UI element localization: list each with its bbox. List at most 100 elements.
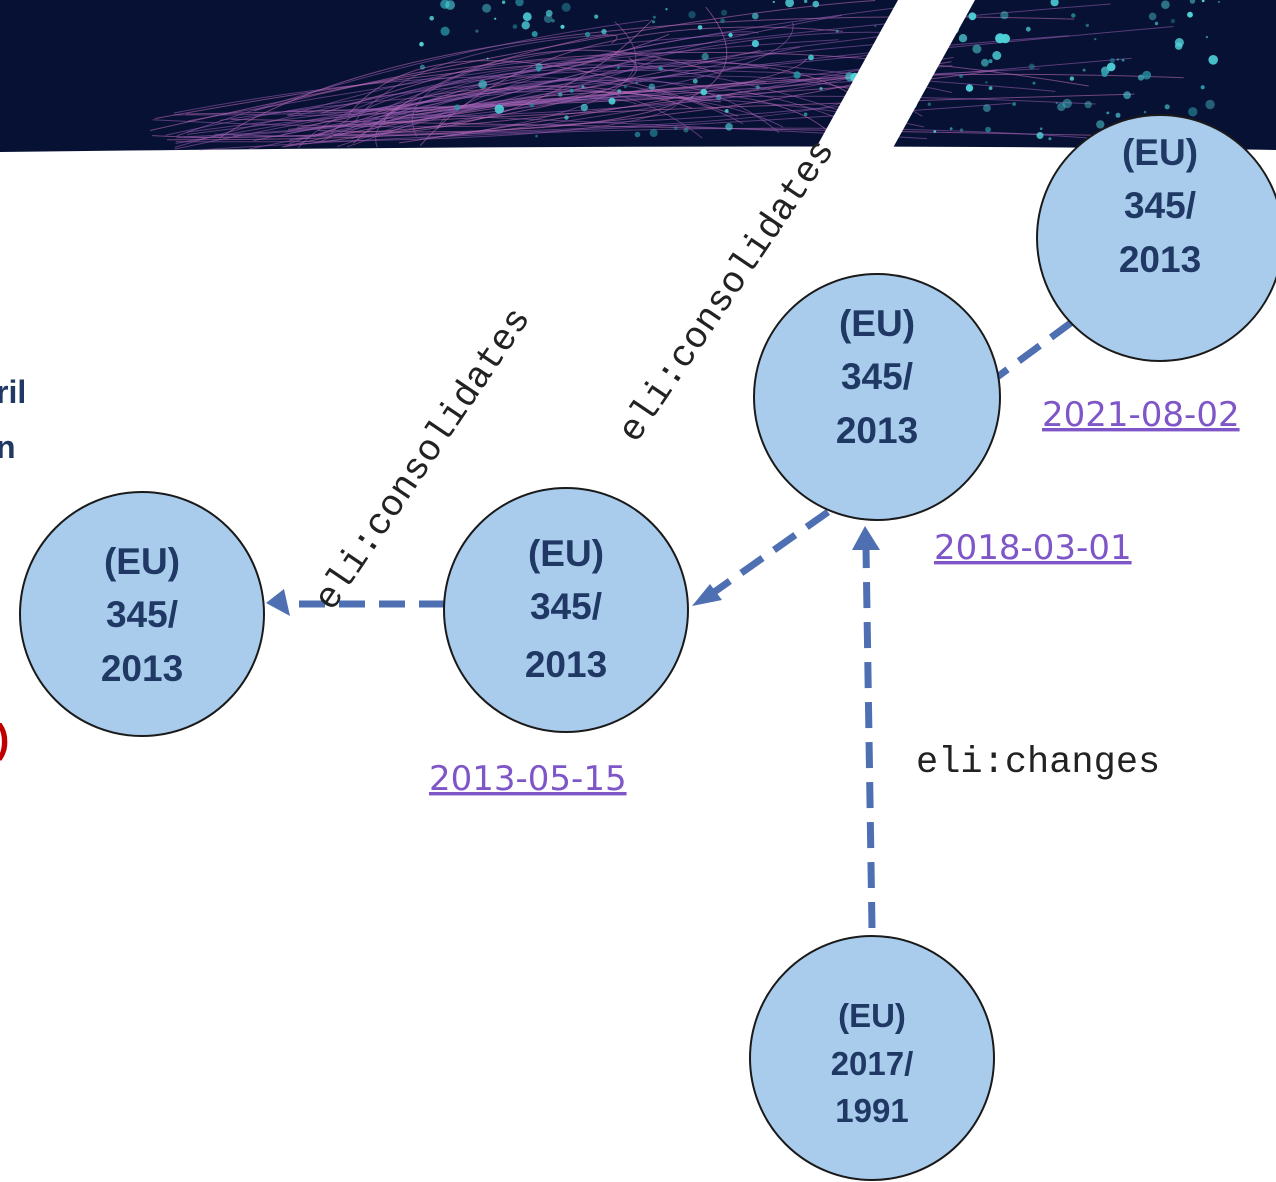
banner-dot	[1161, 0, 1170, 9]
banner-dot	[564, 115, 569, 120]
banner-dot	[981, 58, 989, 67]
banner-dot	[594, 14, 599, 19]
banner-dot	[1106, 111, 1110, 115]
banner-dot	[1123, 91, 1131, 100]
banner-dot	[1143, 110, 1147, 114]
banner-line	[167, 74, 899, 141]
banner-line	[200, 127, 1106, 151]
node-left-line2: 345/	[106, 594, 178, 635]
node-1991-circle	[749, 935, 995, 1181]
banner-line	[320, 34, 618, 114]
banner-dot	[949, 127, 953, 131]
banner-dot	[545, 9, 553, 17]
banner-dot	[751, 40, 760, 48]
banner-dot	[995, 33, 1006, 44]
banner-dot	[601, 28, 607, 35]
banner-dot	[1094, 38, 1097, 41]
banner-dot	[721, 9, 728, 16]
banner-dot	[697, 25, 703, 30]
node-1991[interactable]: (EU) 2017/ 1991	[749, 935, 995, 1181]
banner-dot	[651, 20, 656, 24]
banner-dot	[983, 104, 991, 112]
banner-dot	[772, 0, 775, 4]
banner-dot	[683, 127, 689, 133]
banner-dot	[1050, 0, 1059, 7]
node-left-line3: 2013	[101, 648, 183, 689]
node-2021-line2: 345/	[1124, 185, 1196, 226]
banner-dot	[522, 12, 532, 22]
banner-dot	[1174, 42, 1183, 50]
banner-dot	[543, 14, 553, 23]
banner-dot	[535, 134, 538, 138]
arrow-2018-to-2013-head	[692, 584, 722, 606]
banner-dot	[1116, 58, 1119, 61]
node-2013-circle	[443, 487, 689, 733]
banner-line	[287, 93, 1135, 130]
banner-dot	[835, 29, 839, 33]
banner-line	[333, 19, 653, 136]
date-link-2018[interactable]: 2018-03-01	[934, 528, 1132, 568]
banner-dot	[501, 0, 506, 4]
banner-dot	[1154, 21, 1159, 26]
banner-dot	[1012, 102, 1016, 106]
banner-dot	[475, 29, 479, 33]
banner-dot	[617, 66, 620, 69]
banner-line	[175, 34, 891, 144]
banner-line	[219, 90, 784, 128]
banner-dot	[1200, 85, 1205, 90]
banner-dot	[478, 80, 488, 89]
banner-dot	[1205, 99, 1215, 110]
banner-dot	[665, 8, 668, 11]
banner-dot	[440, 26, 450, 36]
banner-dot	[608, 97, 616, 105]
banner-dot	[728, 32, 733, 38]
banner-dot	[1106, 62, 1116, 72]
date-link-2013[interactable]: 2013-05-15	[429, 759, 627, 799]
banner-dot	[1096, 120, 1105, 129]
banner-dot	[1201, 0, 1205, 3]
banner-line	[281, 73, 1184, 148]
banner-dot	[658, 66, 663, 71]
banner-dot	[1189, 0, 1196, 4]
banner-dot	[1028, 63, 1035, 70]
banner-network-lines	[149, 0, 1184, 151]
banner-line	[375, 64, 871, 122]
node-2021-circle	[1036, 114, 1276, 362]
banner-line	[287, 58, 665, 116]
node-2013[interactable]: (EU) 345/ 2013	[443, 487, 689, 733]
banner-dot	[419, 64, 425, 70]
banner-dot	[560, 24, 565, 29]
banner-dot	[1115, 112, 1121, 118]
banner-dot	[648, 83, 655, 90]
banner-dot	[812, 0, 820, 8]
node-2021-line3: 2013	[1119, 239, 1201, 280]
banner-dot	[725, 123, 733, 131]
node-2018[interactable]: (EU) 345/ 2013	[753, 273, 1001, 521]
banner-dot	[494, 17, 497, 20]
banner-dot	[959, 74, 963, 78]
banner-dot	[793, 71, 801, 79]
banner-dot	[419, 41, 424, 47]
banner-dot	[1082, 68, 1086, 72]
date-link-2021[interactable]: 2021-08-02	[1042, 395, 1240, 435]
node-2018-line2: 345/	[841, 356, 913, 397]
node-2018-circle	[753, 273, 1001, 521]
banner-line	[187, 95, 1096, 135]
banner-background	[0, 0, 1276, 152]
banner-line	[419, 26, 843, 147]
header-banner	[0, 0, 1276, 152]
node-2021-line1: (EU)	[1122, 132, 1198, 173]
banner-dot	[720, 18, 725, 24]
node-left[interactable]: (EU) 345/ 2013	[19, 491, 265, 737]
node-2021[interactable]: (EU) 345/ 2013	[1036, 114, 1276, 362]
side-text-line3: )	[0, 717, 9, 761]
arrow-2018-to-2013	[697, 509, 831, 605]
banner-dot	[649, 129, 658, 137]
banner-dot	[968, 12, 977, 21]
banner-dot	[623, 85, 627, 89]
banner-dot	[1109, 58, 1115, 64]
node-2018-line3: 2013	[836, 410, 918, 451]
banner-dot	[635, 81, 638, 84]
banner-dot	[558, 92, 563, 97]
banner-dot	[569, 88, 574, 93]
